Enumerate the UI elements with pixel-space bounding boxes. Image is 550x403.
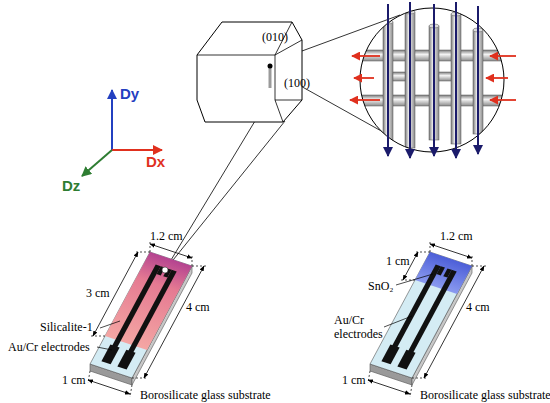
dimension-line [430, 244, 472, 258]
red-arrow [354, 77, 374, 79]
channel-stick [269, 66, 272, 88]
diffusion-arrows-vertical [388, 2, 478, 158]
face-label: (010) [262, 30, 288, 44]
axis-z [82, 150, 112, 176]
red-arrow [352, 55, 380, 57]
electrode-pad [101, 344, 119, 364]
leader-line [97, 347, 112, 350]
part-label: Borosilicate glass substrate [140, 388, 271, 402]
electrodes [101, 264, 178, 370]
dimension-label: 1 cm [342, 373, 366, 387]
dimension-label: 1 cm [386, 254, 410, 268]
dimension-lines [88, 244, 484, 394]
electrode [443, 268, 451, 277]
diffusion-arrows-horizontal [350, 56, 516, 100]
part-label: SnO₂ [368, 279, 394, 293]
blue-arrow [455, 2, 457, 158]
electrode [127, 270, 176, 355]
channel-zoom [350, 2, 516, 158]
sinusoidal-channel [439, 72, 451, 81]
crystal-spot [162, 267, 168, 273]
extension-line [192, 254, 193, 266]
electrode [407, 270, 456, 355]
glass-top [90, 252, 192, 378]
zeolite-crystal [197, 22, 302, 122]
extension-line [130, 385, 132, 397]
leader-line [100, 321, 120, 328]
part-label: Au/Cr electrodes [334, 313, 384, 341]
dimension-line [88, 380, 130, 394]
silicalite-sensor [90, 252, 192, 385]
extension-line [414, 252, 430, 253]
glass-top [370, 252, 472, 378]
axis-label: Dz [62, 178, 80, 194]
extension-lines [88, 240, 488, 397]
electrode-pad [381, 344, 399, 364]
dimension-label: 1.2 cm [440, 229, 473, 243]
dimension-label: 3 cm [86, 286, 110, 300]
extension-line [472, 266, 488, 267]
electrode-pad [397, 350, 415, 370]
face-label: (100) [284, 76, 310, 90]
blue-arrow [433, 4, 435, 156]
blue-arrow [409, 2, 411, 158]
extension-line [472, 254, 473, 266]
axis-label: Dx [146, 154, 165, 170]
dimension-label: 1 cm [62, 373, 86, 387]
dimension-label: 4 cm [466, 300, 490, 314]
zoom-point [268, 64, 273, 69]
axis-y [111, 90, 113, 150]
extension-line [89, 336, 105, 337]
electrode-pad [117, 350, 135, 370]
part-label: Borosilicate glass substrate [420, 388, 550, 402]
extension-line [88, 371, 90, 383]
extension-line [132, 378, 148, 379]
silicalite-film [105, 252, 192, 350]
sinusoidal-channel [393, 72, 405, 81]
sensor-top [370, 252, 472, 378]
red-arrow [490, 99, 516, 101]
dimension-label: 4 cm [186, 300, 210, 314]
sensor-top [90, 252, 192, 378]
sno2-sensor [370, 252, 472, 385]
part-label: Silicalite-1 [40, 320, 93, 334]
leader-line [396, 274, 433, 285]
blue-arrow [387, 4, 389, 156]
red-arrow [350, 99, 380, 101]
leader-line [384, 316, 412, 327]
dimension-line [144, 266, 204, 378]
zoom-circle [360, 8, 504, 152]
extension-line [430, 240, 431, 252]
dimension-label: 1.2 cm [150, 229, 183, 243]
dimension-line [150, 244, 192, 258]
dimension-line [368, 380, 410, 394]
electrode [437, 266, 445, 275]
red-arrow [486, 77, 508, 79]
extension-line [134, 252, 150, 253]
axis-x [112, 149, 162, 151]
crystal-outline [197, 22, 302, 122]
extension-line [412, 378, 428, 379]
crystal-edges [197, 22, 302, 122]
zoom-circle-fill [360, 8, 504, 152]
dimension-line [424, 266, 484, 378]
blue-arrow [477, 6, 479, 154]
part-label: Au/Cr electrodes [8, 340, 90, 354]
extension-line [192, 266, 208, 267]
extension-line [410, 385, 412, 397]
red-arrow [490, 55, 516, 57]
leader-lines [97, 274, 433, 350]
extension-line [368, 371, 370, 383]
axis-label: Dy [120, 86, 139, 102]
zoom-line [165, 121, 285, 270]
zoom-line [165, 121, 255, 270]
